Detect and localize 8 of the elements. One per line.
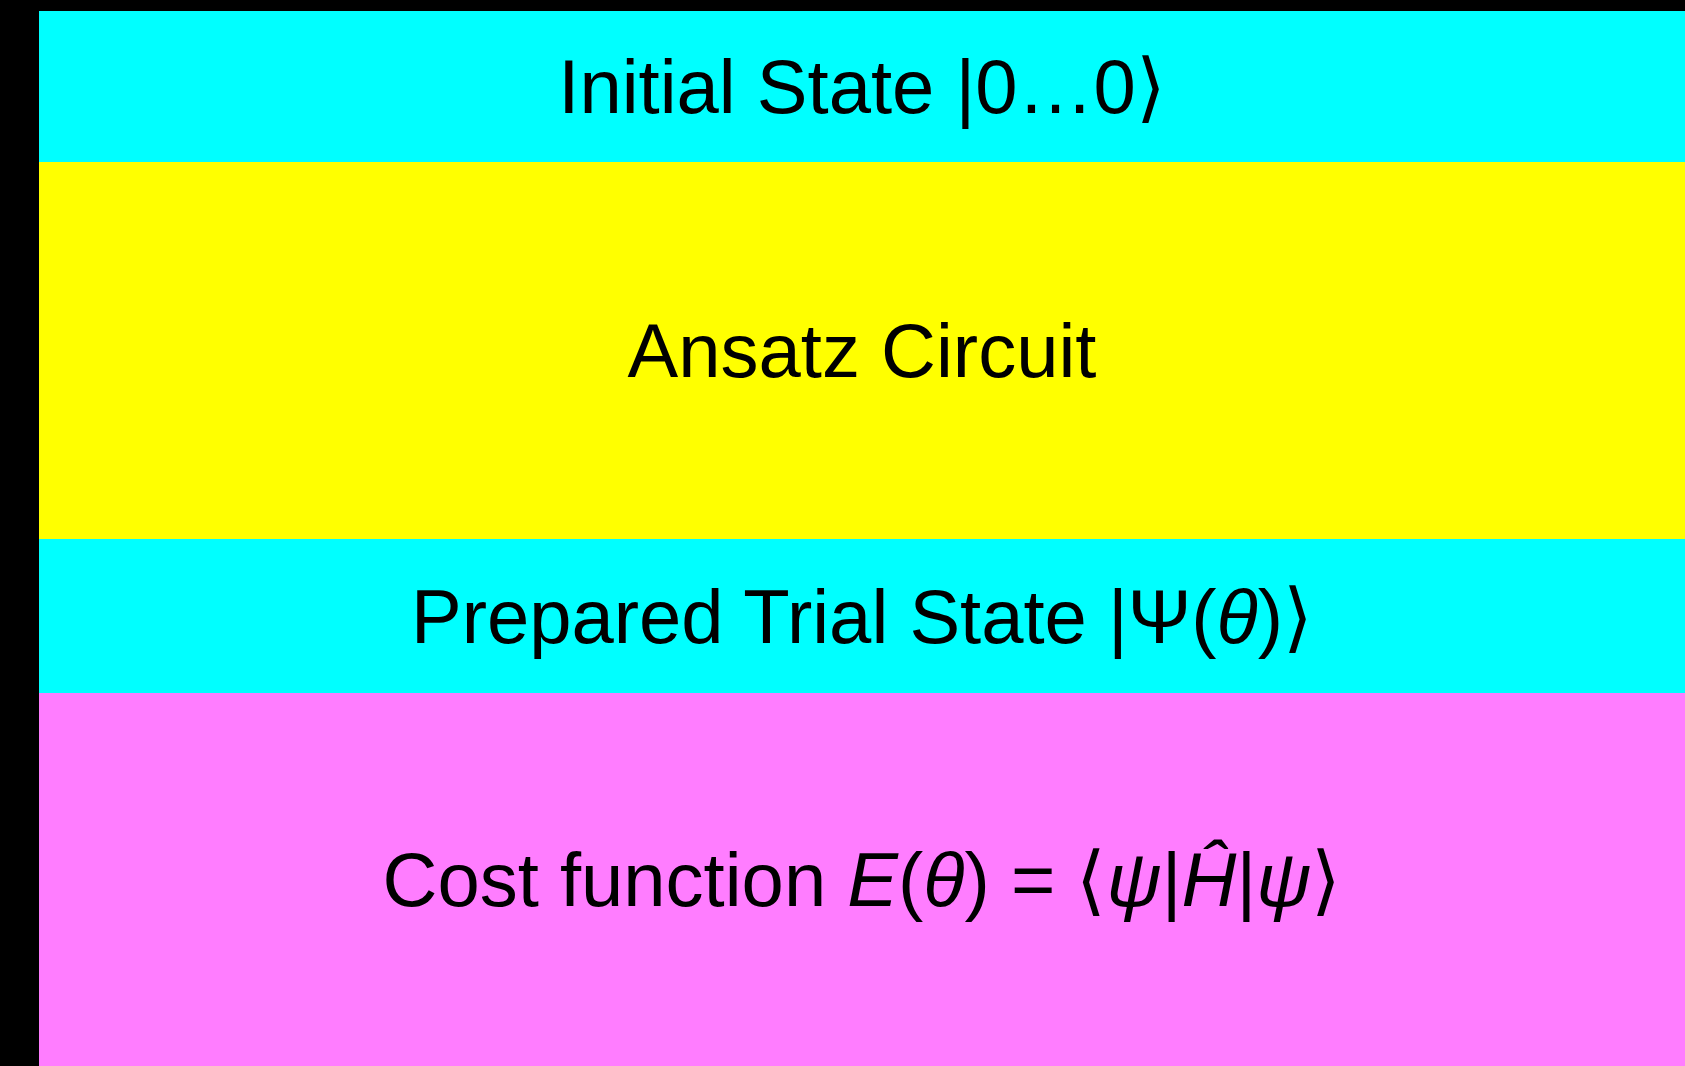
band-label: Cost function E(θ) = ⟨ψ|Ĥ|ψ⟩: [382, 836, 1342, 924]
band-label: Ansatz Circuit: [627, 307, 1097, 394]
stage-band: [39, 162, 1685, 539]
band-label: Prepared Trial State |Ψ(θ)⟩: [410, 572, 1314, 661]
band-label: Initial State |0…0⟩: [558, 43, 1166, 131]
stage-band: [39, 693, 1685, 1066]
stage-band: [39, 11, 1685, 162]
stage-band: [39, 539, 1685, 693]
